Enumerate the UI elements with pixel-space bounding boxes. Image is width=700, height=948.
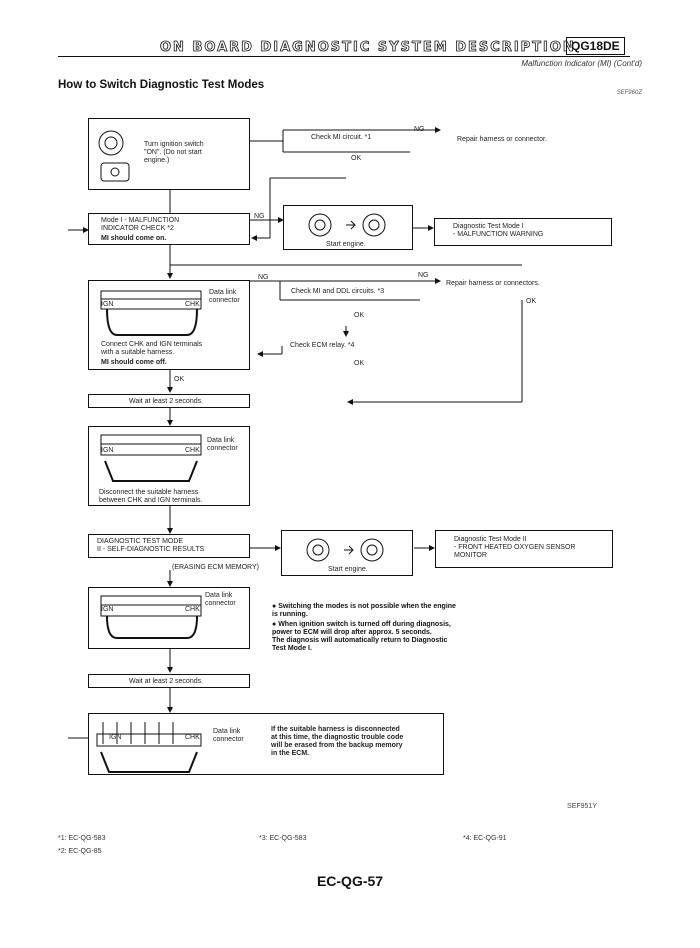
disconnect-text: Disconnect the suitable harness between …	[99, 489, 203, 504]
document-title: ON BOARD DIAGNOSTIC SYSTEM DESCRIPTION	[160, 40, 576, 56]
diag-mode-i-text: Diagnostic Test Mode I - MALFUNCTION WAR…	[453, 223, 544, 238]
footnote-2: *2: EC-QG-85	[58, 848, 102, 855]
footnote-4: *4: EC-QG-91	[463, 835, 507, 842]
ign-label-3: IGN	[101, 606, 114, 613]
figure-code: SEF951Y	[567, 803, 597, 810]
diag-mode-ii-box: Diagnostic Test Mode II - FRONT HEATED O…	[435, 530, 613, 568]
erasing-text: (ERASING ECM MEMORY)	[172, 564, 259, 571]
data-link-label-1: Data link connector	[209, 289, 240, 304]
wait-text-2: Wait at least 2 seconds.	[129, 678, 204, 685]
mode-ii-box: DIAGNOSTIC TEST MODE II - SELF-DIAGNOSTI…	[88, 534, 250, 558]
section-title: How to Switch Diagnostic Test Modes	[58, 79, 265, 91]
start-engine-text-2: Start engine.	[328, 566, 368, 573]
wait-box-1: Wait at least 2 seconds.	[88, 394, 250, 408]
check-ecm-relay: Check ECM relay. *4	[290, 342, 355, 349]
chk-label-4: CHK	[185, 734, 200, 741]
figure-code-top: SEF960Z	[616, 90, 642, 96]
bullet-note-1: ● Switching the modes is not possible wh…	[272, 603, 456, 618]
wait-text-1: Wait at least 2 seconds.	[129, 398, 204, 405]
ignition-key-icon	[98, 130, 130, 182]
data-link-box-2: IGN CHK Data link connector Disconnect t…	[88, 426, 250, 506]
footnote-1: *1: EC-QG-583	[58, 835, 106, 842]
start-engine-box-2: Start engine.	[281, 530, 413, 576]
step1-text: Turn ignition switch "ON". (Do not start…	[144, 141, 204, 164]
ok-label-2: OK	[526, 298, 537, 305]
check-mi-circuit: Check MI circuit. *1	[311, 134, 372, 141]
chk-label-2: CHK	[185, 447, 200, 454]
data-link-box-1: IGN CHK Data link connector Connect CHK …	[88, 280, 250, 370]
data-link-label-2: Data link connector	[207, 437, 238, 452]
mode-ii-text: DIAGNOSTIC TEST MODE II - SELF-DIAGNOSTI…	[97, 538, 205, 553]
bullet-note-2: ● When ignition switch is turned off dur…	[272, 621, 451, 652]
key-turn-icon	[306, 538, 384, 562]
diag-mode-ii-text: Diagnostic Test Mode II - FRONT HEATED O…	[454, 536, 576, 559]
start-engine-text-1: Start engine.	[326, 241, 366, 248]
repair-harness-1: Repair harness or connector.	[457, 136, 547, 143]
ng-label-2: NG	[254, 213, 265, 220]
mode-i-text: Mode I - MALFUNCTION INDICATOR CHECK *2	[101, 217, 180, 232]
diag-mode-i-box: Diagnostic Test Mode I - MALFUNCTION WAR…	[434, 218, 612, 246]
ok-label-4: OK	[354, 360, 365, 367]
ok-label-3: OK	[354, 312, 365, 319]
mi-off-text: MI should come off.	[101, 359, 167, 366]
header-rule	[58, 56, 630, 57]
disconnect-note: If the suitable harness is disconnected …	[271, 726, 404, 757]
ign-label-4: IGN	[109, 734, 122, 741]
mode-i-box: Mode I - MALFUNCTION INDICATOR CHECK *2 …	[88, 213, 250, 245]
ign-label-2: IGN	[101, 447, 114, 454]
data-link-label-4: Data link connector	[213, 728, 244, 743]
repair-harness-2: Repair harness or connectors.	[446, 280, 540, 287]
model-badge: QG18DE	[566, 37, 625, 55]
ng-label-1: NG	[414, 126, 425, 133]
start-engine-box-1: Start engine.	[283, 205, 413, 250]
ok-label-1: OK	[351, 155, 362, 162]
connect-chk-text: Connect CHK and IGN terminals with a sui…	[101, 341, 203, 356]
data-link-label-3: Data link connector	[205, 592, 236, 607]
chk-label-3: CHK	[185, 606, 200, 613]
subtitle: Malfunction Indicator (MI) (Cont'd)	[521, 59, 642, 68]
data-link-connector-icon	[100, 595, 202, 639]
footnote-3: *3: EC-QG-583	[259, 835, 307, 842]
page-number: EC-QG-57	[316, 873, 384, 889]
data-link-connector-icon	[100, 434, 202, 482]
data-link-connector-icon	[96, 722, 202, 773]
check-mi-ddl: Check MI and DDL circuits. *3	[291, 288, 385, 295]
ng-label-3: NG	[258, 274, 269, 281]
ign-label-1: IGN	[101, 301, 114, 308]
key-turn-icon	[308, 213, 386, 237]
mi-on-text: MI should come on.	[101, 235, 167, 242]
ng-label-4: NG	[418, 272, 429, 279]
step-turn-ignition: Turn ignition switch "ON". (Do not start…	[88, 118, 250, 190]
data-link-box-3: IGN CHK Data link connector	[88, 587, 250, 649]
data-link-connector-icon	[100, 290, 202, 336]
wait-box-2: Wait at least 2 seconds.	[88, 674, 250, 688]
chk-label-1: CHK	[185, 301, 200, 308]
data-link-box-4: IGN CHK Data link connector If the suita…	[88, 713, 444, 775]
ok-label-5: OK	[174, 376, 185, 383]
